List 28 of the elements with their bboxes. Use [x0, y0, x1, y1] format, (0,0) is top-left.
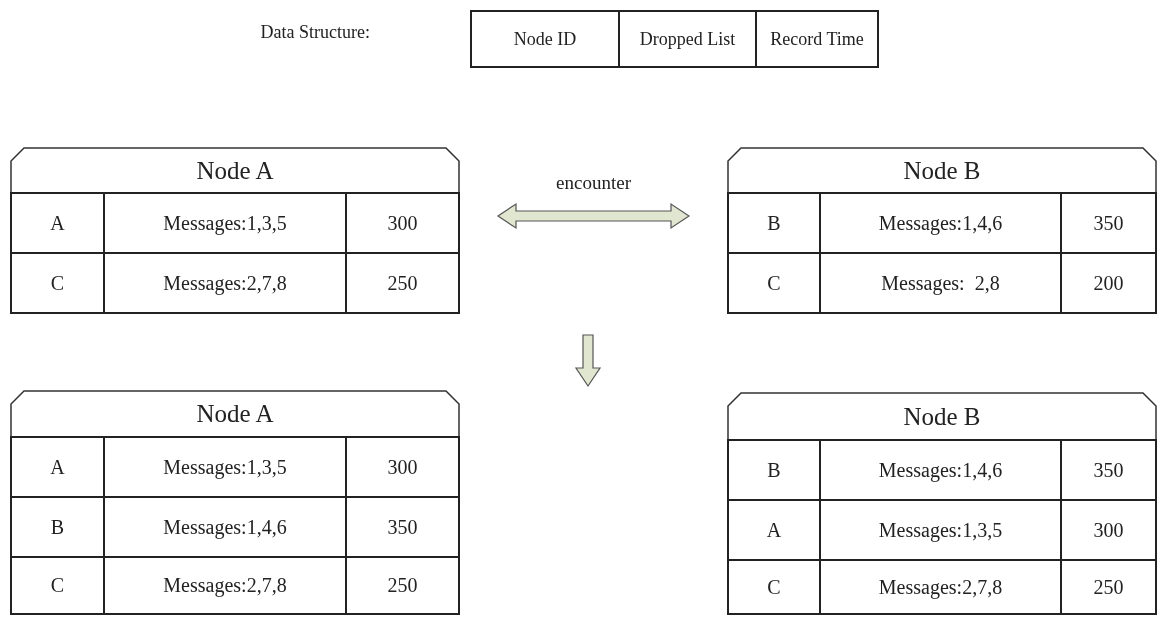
table-cell: 250 [1060, 559, 1157, 615]
table-cell: C [10, 556, 105, 615]
table-cell: B [727, 439, 821, 501]
panel-title: Node A [195, 155, 275, 186]
field-box: Record Time [755, 10, 879, 68]
node-panel [10, 147, 460, 314]
structure-label: Data Structure: [259, 22, 370, 43]
table-cell: 300 [345, 192, 460, 254]
field-box: Dropped List [618, 10, 757, 68]
table-cell: C [10, 252, 105, 314]
panel-title: Node B [902, 155, 982, 186]
table-cell: C [727, 559, 821, 615]
table-cell: 250 [345, 252, 460, 314]
table-cell: 350 [1060, 192, 1157, 254]
node-panel [727, 147, 1157, 314]
table-cell: 350 [1060, 439, 1157, 501]
node-panel [10, 390, 460, 615]
node-panel [727, 392, 1157, 615]
table-cell: 200 [1060, 252, 1157, 314]
panel-title: Node B [902, 401, 982, 432]
table-cell: 250 [345, 556, 460, 615]
table-cell: C [727, 252, 821, 314]
table-cell: B [727, 192, 821, 254]
table-cell: 300 [345, 436, 460, 498]
table-cell: A [10, 192, 105, 254]
table-cell: A [10, 436, 105, 498]
panel-title: Node A [195, 399, 275, 429]
field-box: Node ID [470, 10, 620, 68]
